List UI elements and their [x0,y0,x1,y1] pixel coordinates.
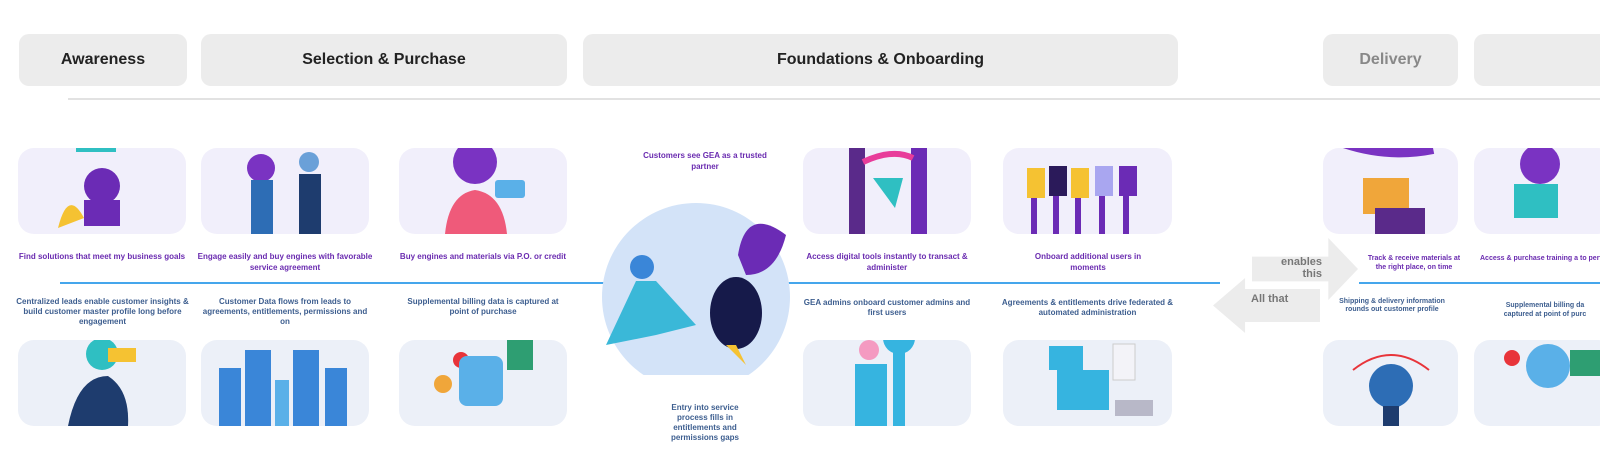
illustration-robots [201,340,369,426]
illustration-boxes [1323,148,1458,234]
data-note: Supplemental billing da captured at poin… [1503,302,1587,318]
illustration-binoculars [18,340,186,426]
divider [68,98,1600,100]
arrow-back: All that [1213,278,1320,333]
phase-selection-purchase: Selection & Purchase [201,34,567,86]
goal-text: Buy engines and materials via P.O. or cr… [399,252,567,261]
center-top-text: Customers see GEA as a trusted partner [643,151,767,171]
data-note: Agreements & entitlements drive federate… [1001,298,1174,317]
illustration-team [1003,148,1172,234]
timeline [1359,282,1600,284]
illustration-billing-robot [399,340,567,426]
phase-delivery: Delivery [1323,34,1458,86]
phase-foundations-onboarding: Foundations & Onboarding [583,34,1178,86]
illustration-reading [1474,148,1600,234]
data-note: Customer Data flows from leads to agreem… [202,297,368,326]
data-note: GEA admins onboard customer admins and f… [803,298,971,317]
illustration-credit-card [399,148,567,234]
goal-text: Onboard additional users in moments [1034,252,1142,272]
illustration-tracking-robot [1323,340,1458,426]
illustration-handshake [201,148,369,234]
data-note: Supplemental billing data is captured at… [407,297,559,316]
illustration-person-laptop [18,148,186,234]
center-illustration-partners [596,195,806,391]
illustration-admin-robot [1003,340,1172,426]
data-note: Centralized leads enable customer insigh… [16,297,189,326]
goal-text: Track & receive materials at the right p… [1367,255,1461,271]
center-bottom-text: Entry into service process fills in enti… [670,403,740,442]
illustration-billing-robot-2 [1474,340,1600,426]
goal-text: Access & purchase training a to perform … [1480,255,1600,262]
data-note: Shipping & delivery information rounds o… [1339,298,1445,313]
illustration-key [803,340,971,426]
goal-text: Engage easily and buy engines with favor… [197,252,373,272]
phase-awareness: Awareness [19,34,187,86]
illustration-open-door [803,148,971,234]
goal-text: Access digital tools instantly to transa… [806,252,968,272]
goal-text: Find solutions that meet my business goa… [18,252,186,261]
phase-next [1474,34,1600,86]
